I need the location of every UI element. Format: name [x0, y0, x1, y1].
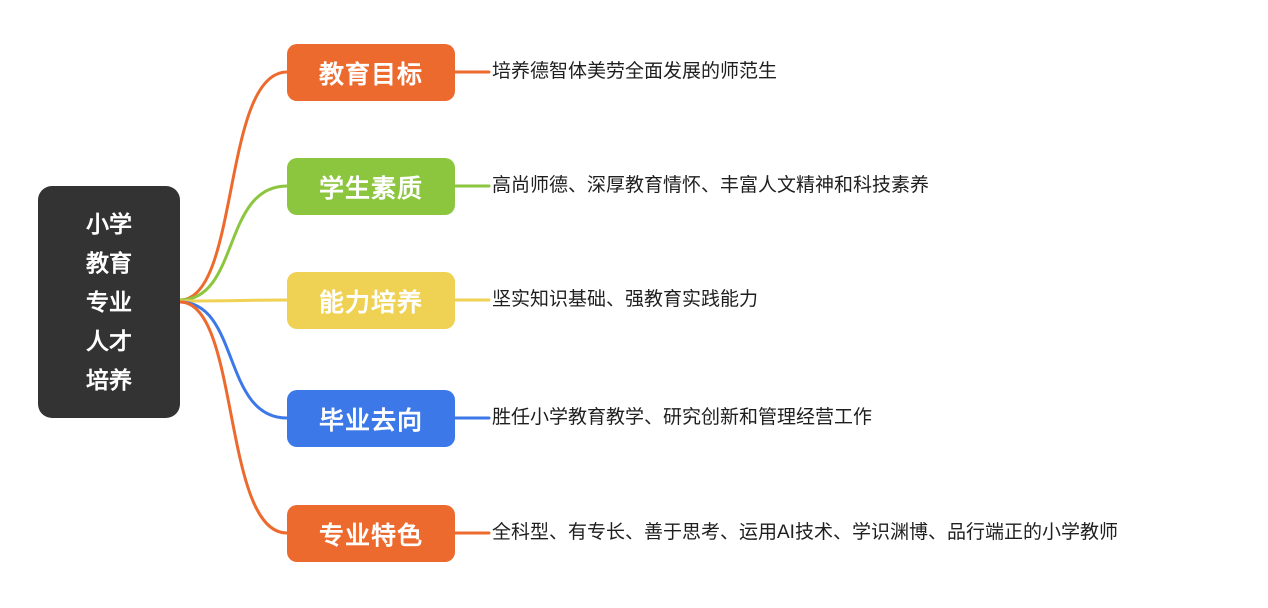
branch-4-connector	[178, 300, 289, 420]
branch-desc-graduation-destination[interactable]: 胜任小学教育教学、研究创新和管理经营工作	[492, 407, 873, 428]
branch-node-student-quality[interactable]: 学生素质	[287, 158, 455, 215]
branch-node-ability-training[interactable]: 能力培养	[287, 272, 455, 329]
branch-node-major-features[interactable]: 专业特色	[287, 505, 455, 562]
branch-2-connector	[178, 184, 289, 302]
branch-desc-education-goal[interactable]: 培养德智体美劳全面发展的师范生	[492, 61, 778, 82]
branch-3-connector	[178, 298, 289, 303]
branch-node-graduation-destination[interactable]: 毕业去向	[287, 390, 455, 447]
branch-5-connector	[178, 300, 289, 535]
root-node[interactable]: 小学 教育 专业 人才 培养	[38, 186, 180, 418]
branch-1-connector	[178, 70, 289, 302]
branch-desc-ability-training[interactable]: 坚实知识基础、强教育实践能力	[492, 289, 759, 310]
branch-node-education-goal[interactable]: 教育目标	[287, 44, 455, 101]
branch-desc-major-features[interactable]: 全科型、有专长、善于思考、运用AI技术、学识渊博、品行端正的小学教师	[492, 522, 1118, 543]
branch-desc-student-quality[interactable]: 高尚师德、深厚教育情怀、丰富人文精神和科技素养	[492, 175, 930, 196]
